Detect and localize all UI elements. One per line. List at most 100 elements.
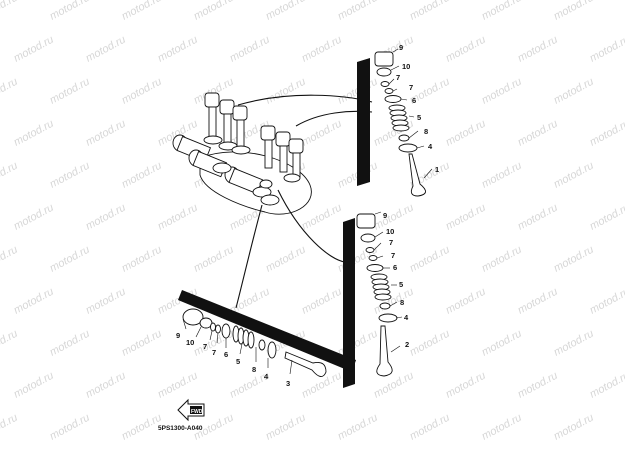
watermark-text: motod.ru — [12, 34, 56, 65]
watermark-text: motod.ru — [336, 0, 380, 23]
watermark-text: motod.ru — [300, 118, 344, 149]
valve-pad — [360, 233, 376, 243]
callout-b: 10 — [386, 227, 394, 236]
watermark-text: motod.ru — [156, 202, 200, 233]
valve-spring — [370, 273, 392, 301]
watermark-text: motod.ru — [408, 328, 452, 359]
watermark-text: motod.ru — [444, 286, 488, 317]
watermark-text: motod.ru — [444, 34, 488, 65]
watermark-text: motod.ru — [480, 412, 524, 443]
watermark-text: motod.ru — [516, 34, 560, 65]
watermark-text: motod.ru — [516, 370, 560, 401]
watermark-text: motod.ru — [552, 328, 596, 359]
watermark-text: motod.ru — [588, 34, 625, 65]
valve-pad — [376, 67, 392, 77]
valve-cotter — [380, 81, 390, 87]
valve-lifter — [356, 213, 376, 229]
callout-b: 7 — [391, 251, 395, 260]
callouts-b: 9 10 7 7 6 5 8 4 2 — [383, 211, 409, 349]
watermark-text: motod.ru — [228, 34, 272, 65]
watermark-text: motod.ru — [516, 118, 560, 149]
watermark-text: motod.ru — [0, 328, 20, 359]
watermark-text: motod.ru — [480, 76, 524, 107]
valve-cotter — [384, 88, 394, 94]
callout-c: 4 — [264, 372, 269, 381]
spring-retainer — [221, 323, 231, 339]
watermark-text: motod.ru — [588, 118, 625, 149]
watermark-text: motod.ru — [120, 160, 164, 191]
callout-b: 7 — [389, 238, 393, 247]
watermark-text: motod.ru — [264, 76, 308, 107]
spring-seat — [267, 341, 277, 359]
valve-c — [284, 351, 327, 377]
parts-panel-c: 9 10 7 7 6 5 8 4 3 — [176, 290, 356, 388]
watermark-text: motod.ru — [120, 244, 164, 275]
callout-b: 5 — [399, 280, 403, 289]
valve-cotter — [368, 255, 378, 261]
watermark-text: motod.ru — [480, 244, 524, 275]
watermark-text: motod.ru — [156, 370, 200, 401]
callout-a: 9 — [399, 43, 403, 52]
callout-a: 1 — [435, 165, 439, 174]
watermark-text: motod.ru — [120, 0, 164, 23]
watermark-text: motod.ru — [48, 244, 92, 275]
spring-seat — [398, 143, 418, 153]
valve-stem-seal — [398, 134, 410, 142]
callout-a: 7 — [396, 73, 400, 82]
callout-c: 9 — [176, 331, 180, 340]
watermark-text: motod.ru — [408, 0, 452, 23]
fwd-arrow-icon: FWD — [177, 398, 205, 422]
watermark-text: motod.ru — [588, 202, 625, 233]
watermark-text: motod.ru — [552, 0, 596, 23]
watermark-text: motod.ru — [48, 328, 92, 359]
watermark-text: motod.ru — [12, 286, 56, 317]
valve-spring — [388, 104, 410, 132]
watermark-text: motod.ru — [84, 202, 128, 233]
callout-b: 8 — [400, 298, 404, 307]
valve-lifter — [182, 308, 204, 326]
callouts-c: 9 10 7 7 6 5 8 4 3 — [176, 331, 290, 388]
watermark-text: motod.ru — [444, 118, 488, 149]
exhaust-valve — [376, 325, 393, 377]
watermark-text: motod.ru — [552, 76, 596, 107]
callout-c: 8 — [252, 365, 256, 374]
watermark-text: motod.ru — [552, 160, 596, 191]
watermark-text: motod.ru — [480, 0, 524, 23]
watermark-text: motod.ru — [0, 244, 20, 275]
spring-retainer — [366, 264, 384, 272]
watermark-text: motod.ru — [12, 118, 56, 149]
watermark-text: motod.ru — [408, 244, 452, 275]
watermark-text: motod.ru — [0, 0, 20, 23]
callout-c: 5 — [236, 357, 240, 366]
callout-a: 4 — [428, 142, 433, 151]
watermark-text: motod.ru — [84, 34, 128, 65]
parts-panel-b: 9 10 7 7 6 5 8 4 2 — [343, 211, 409, 388]
watermark-text: motod.ru — [552, 412, 596, 443]
watermark-text: motod.ru — [0, 76, 20, 107]
leader-ticks-a — [388, 48, 433, 179]
watermark-text: motod.ru — [444, 370, 488, 401]
valve-cotter — [215, 324, 221, 334]
valve-cotter — [210, 322, 216, 332]
callout-c: 6 — [224, 350, 228, 359]
callout-c: 7 — [212, 348, 216, 357]
callout-b: 2 — [405, 340, 409, 349]
watermark-text: motod.ru — [0, 160, 20, 191]
callout-c: 7 — [203, 342, 207, 351]
parts-panel-a: 9 10 7 7 6 5 8 4 1 — [357, 43, 439, 197]
watermark-text: motod.ru — [192, 0, 236, 23]
watermark-text: motod.ru — [120, 76, 164, 107]
watermark-text: motod.ru — [336, 412, 380, 443]
callouts-a: 9 10 7 7 6 5 8 4 1 — [396, 43, 439, 174]
fwd-label: FWD — [191, 409, 203, 415]
valve-lifter — [374, 51, 394, 67]
watermark-text: motod.ru — [84, 286, 128, 317]
callout-b: 9 — [383, 211, 387, 220]
watermark-text: motod.ru — [264, 244, 308, 275]
watermark-text: motod.ru — [84, 118, 128, 149]
callout-b: 6 — [393, 263, 397, 272]
callout-c: 3 — [286, 379, 290, 388]
watermark-text: motod.ru — [192, 244, 236, 275]
watermark-text: motod.ru — [588, 370, 625, 401]
